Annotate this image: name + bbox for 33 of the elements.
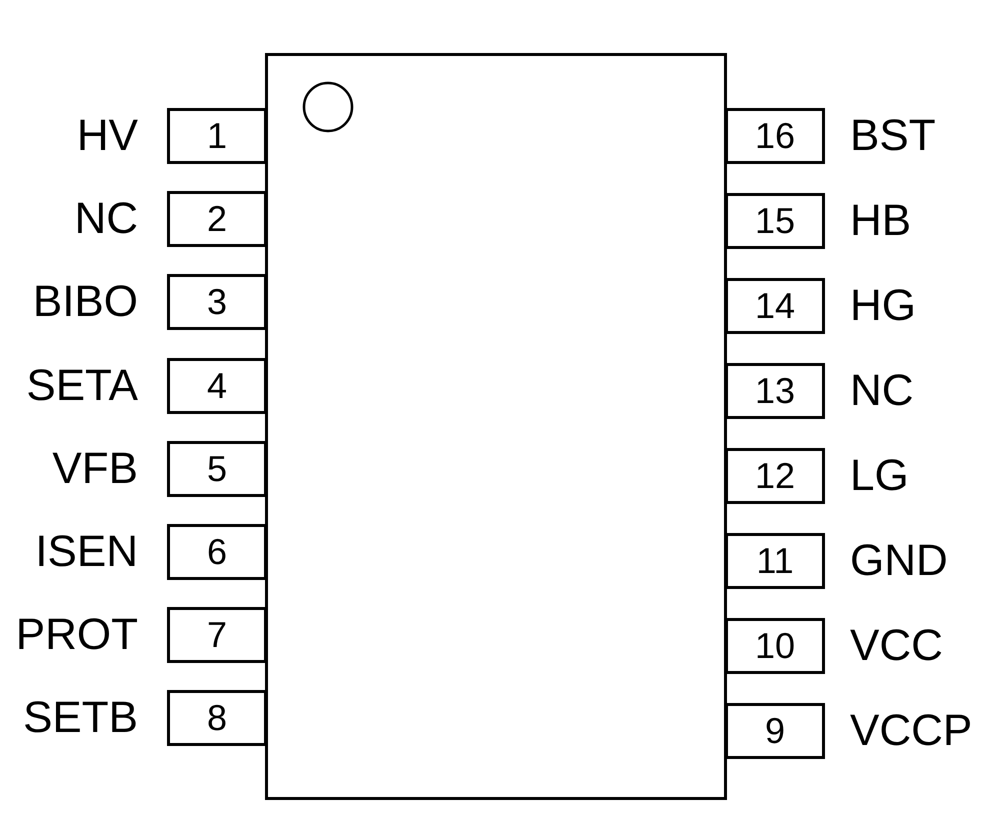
pin-label: NC: [74, 195, 138, 244]
pin-label: BST: [850, 112, 936, 160]
pin-number: 1: [206, 116, 228, 156]
pin-label: HG: [850, 282, 916, 330]
pin-label: HB: [850, 197, 912, 245]
pin-number: 10: [754, 626, 796, 666]
pin-label: SETA: [26, 362, 138, 410]
pin-number: 13: [754, 371, 796, 411]
pin-label: PROT: [16, 611, 138, 660]
pin-label: LG: [850, 452, 909, 500]
pin-label: ISEN: [35, 528, 138, 576]
pin-number: 15: [754, 201, 796, 241]
pin-label: VFB: [52, 444, 138, 493]
pin-number: 4: [206, 366, 228, 406]
pin-number: 16: [754, 116, 796, 156]
pin-label: VCC: [850, 622, 943, 670]
pin-number: 14: [754, 286, 796, 326]
pin-label: VCCP: [850, 707, 972, 755]
pin-number: 9: [764, 711, 786, 751]
pin-number: 6: [206, 532, 228, 572]
pin-number: 12: [754, 456, 796, 496]
pin-number: 2: [206, 199, 228, 240]
pin-number: 7: [206, 615, 228, 656]
pin-label: SETB: [23, 694, 138, 742]
pin-number: 3: [206, 282, 228, 322]
pin-label: HV: [76, 112, 138, 160]
chip-body: [265, 53, 727, 800]
pin-number: 11: [756, 541, 794, 581]
pin-number: 8: [206, 698, 228, 738]
pin-label: GND: [850, 537, 948, 585]
pin-label: BIBO: [32, 278, 138, 326]
pin-label: NC: [850, 367, 914, 415]
pin-number: 5: [206, 448, 228, 489]
